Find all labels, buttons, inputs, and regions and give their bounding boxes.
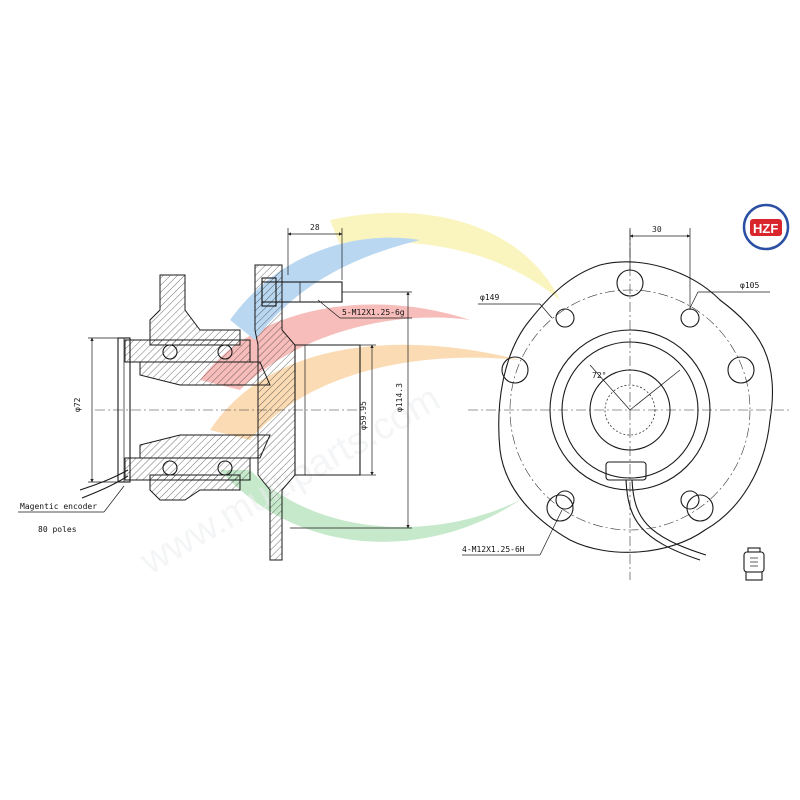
- callout-poles: 80 poles: [38, 525, 77, 534]
- callout-mount-holes: 4-M12X1.25-6H: [462, 545, 525, 554]
- knuckle-upper: [149, 274, 241, 346]
- dim-pilot: φ59.95: [359, 401, 368, 430]
- bolt-circle: [509, 289, 751, 531]
- dim-mount-pcd: φ105: [740, 281, 759, 290]
- hub-ring-outer: [549, 329, 711, 491]
- hzf-logo-badge: [750, 219, 782, 236]
- callout-encoder: Magentic encoder: [20, 502, 97, 511]
- hzf-logo: HZF: [742, 203, 790, 251]
- dim-pcd: φ114.3: [395, 383, 404, 412]
- mount-hole: [680, 490, 700, 510]
- dim-bore: φ72: [73, 397, 82, 412]
- watermark-swoosh-yellow: [330, 212, 560, 300]
- mount-hole: [555, 308, 575, 328]
- side-section-view: 28 φ72 φ59.95 φ114.3 5-M12X1.25-6g Magen…: [18, 223, 412, 561]
- bearing-outer-upper: [124, 339, 251, 363]
- dim-offset: 30: [652, 225, 662, 234]
- front-flange-outline: [498, 261, 774, 553]
- callout-bolts: 5-M12X1.25-6g: [342, 308, 405, 317]
- mount-hole: [680, 308, 700, 328]
- stud-hole: [727, 356, 755, 384]
- hzf-logo-text: HZF: [753, 221, 778, 236]
- hub-inner-lower: [139, 434, 271, 459]
- dim-angle: 72°: [592, 371, 606, 380]
- stud-hole: [546, 494, 574, 522]
- hub-ring-inner: [589, 369, 671, 451]
- connector-icon: [743, 547, 765, 581]
- dim-flange: φ149: [480, 293, 499, 302]
- stud-hole: [686, 494, 714, 522]
- bearing-ball: [162, 460, 178, 476]
- mount-hole: [555, 490, 575, 510]
- watermark-swoosh-green: [220, 470, 520, 542]
- bearing-ball: [217, 460, 233, 476]
- sensor-wire-front: [625, 479, 701, 561]
- front-view: 72° 30 φ149 φ105 4-M12X1.25-6H: [462, 225, 790, 580]
- hub-inner-upper: [139, 361, 271, 386]
- bearing-outer-lower: [124, 457, 251, 481]
- spline-bore: [604, 384, 656, 436]
- wheel-flange: [254, 264, 296, 561]
- stud-head: [261, 277, 277, 307]
- hub-ring-mid: [561, 341, 699, 479]
- bearing-ball: [162, 344, 178, 360]
- stud-hole: [501, 356, 529, 384]
- bearing-ball: [217, 344, 233, 360]
- dim-stud-length: 28: [310, 223, 320, 232]
